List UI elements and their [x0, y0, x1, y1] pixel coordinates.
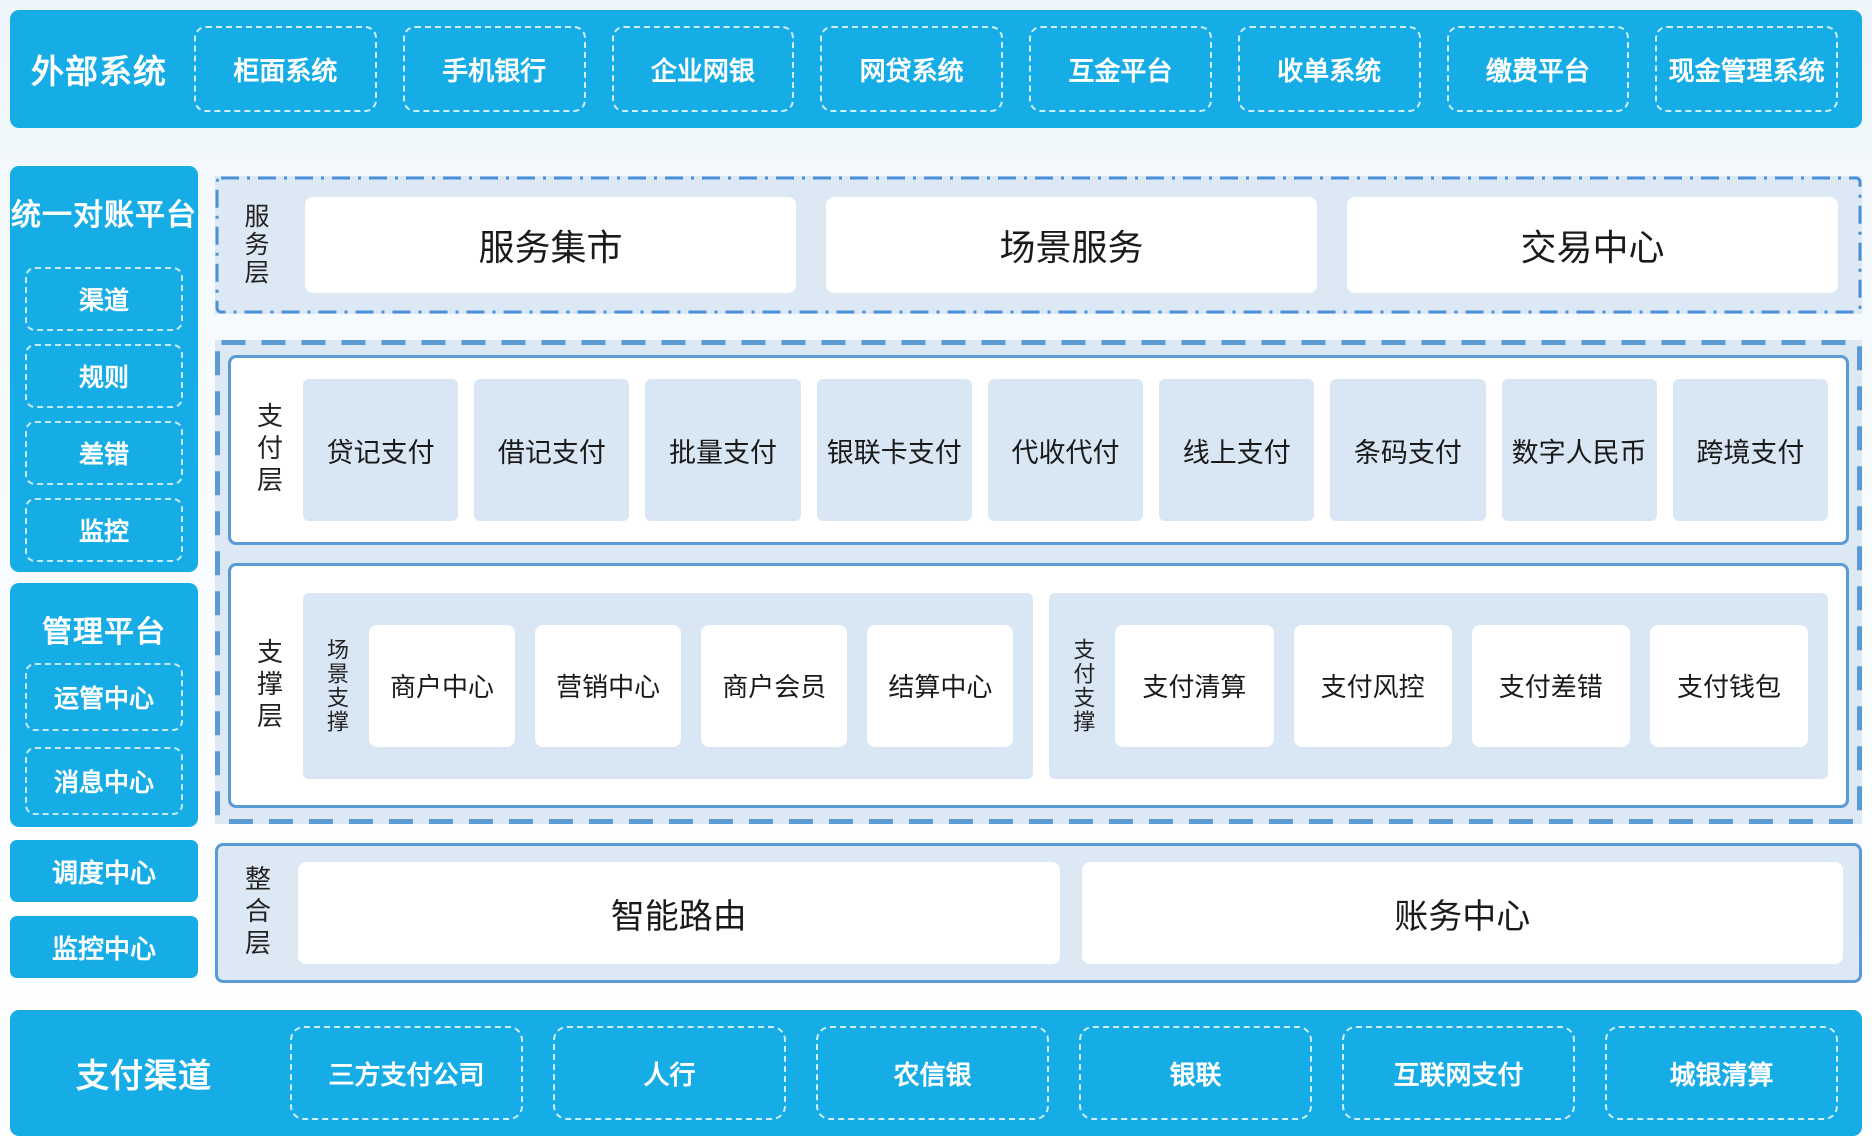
external-system-item: 手机银行 — [402, 26, 586, 112]
payment-item: 借记支付 — [474, 379, 630, 521]
payment-support-item: 支付钱包 — [1649, 624, 1809, 747]
payment-item: 线上支付 — [1159, 379, 1315, 521]
scene-support-group: 场景支撑 商户中心 营销中心 商户会员 结算中心 — [303, 592, 1034, 779]
payment-item: 批量支付 — [645, 379, 801, 521]
management-platform-panel: 管理平台 运管中心 消息中心 — [10, 583, 198, 827]
external-system-item: 收单系统 — [1237, 26, 1421, 112]
reconciliation-item: 渠道 — [25, 267, 183, 331]
payment-support-item: 支付清算 — [1115, 624, 1274, 747]
integration-item: 智能路由 — [298, 862, 1060, 964]
payment-channel-item: 三方支付公司 — [290, 1026, 523, 1120]
support-layer-label: 支撑层 — [253, 637, 284, 734]
service-layer-label: 服务层 — [241, 203, 269, 287]
payment-item: 银联卡支付 — [816, 379, 972, 521]
payment-support-group: 支付支撑 支付清算 支付风控 支付差错 支付钱包 — [1049, 592, 1828, 779]
scene-support-item: 商户中心 — [369, 624, 516, 747]
payment-channels-bar: 支付渠道 三方支付公司 人行 农信银 银联 互联网支付 城银清算 — [10, 1010, 1862, 1136]
reconciliation-item: 差错 — [25, 421, 183, 485]
integration-layer-label: 整合层 — [241, 865, 272, 961]
monitoring-center-box: 监控中心 — [10, 916, 198, 978]
external-system-item: 现金管理系统 — [1655, 26, 1838, 112]
payment-channel-item: 人行 — [553, 1026, 786, 1120]
external-systems-bar: 外部系统 柜面系统 手机银行 企业网银 网贷系统 互金平台 收单系统 缴费平台 … — [10, 10, 1862, 128]
reconciliation-item: 规则 — [25, 344, 183, 408]
payment-item: 代收代付 — [987, 379, 1144, 521]
service-item: 场景服务 — [826, 197, 1317, 293]
payment-channels-title: 支付渠道 — [76, 1057, 212, 1094]
payment-item: 条码支付 — [1330, 379, 1486, 521]
payment-channel-item: 城银清算 — [1605, 1026, 1838, 1120]
external-systems-title: 外部系统 — [31, 53, 167, 90]
management-item: 消息中心 — [25, 747, 183, 815]
scene-support-item: 营销中心 — [535, 624, 682, 747]
integration-layer-panel: 整合层 智能路由 账务中心 — [215, 843, 1862, 983]
scene-support-item: 商户会员 — [701, 624, 848, 747]
scene-support-label: 场景支撑 — [324, 637, 349, 734]
reconciliation-item: 监控 — [25, 498, 183, 562]
payment-item: 跨境支付 — [1672, 379, 1828, 521]
support-layer-panel: 支撑层 场景支撑 商户中心 营销中心 商户会员 结算中心 支付支撑 支付清算 支… — [228, 563, 1849, 808]
external-system-item: 网贷系统 — [820, 26, 1003, 112]
external-systems-items: 柜面系统 手机银行 企业网银 网贷系统 互金平台 收单系统 缴费平台 现金管理系… — [194, 26, 1838, 112]
payment-channel-item: 互联网支付 — [1342, 1026, 1575, 1120]
payment-item: 贷记支付 — [303, 379, 459, 521]
integration-item: 账务中心 — [1081, 862, 1843, 964]
payment-support-label: 支付支撑 — [1070, 637, 1096, 734]
payment-channel-item: 农信银 — [816, 1026, 1049, 1120]
payment-item: 数字人民币 — [1501, 379, 1657, 521]
scene-support-item: 结算中心 — [867, 624, 1014, 747]
reconciliation-platform-title: 统一对账平台 — [11, 199, 197, 232]
external-system-item: 柜面系统 — [194, 26, 377, 112]
core-layers-container: 支付层 贷记支付 借记支付 批量支付 银联卡支付 代收代付 线上支付 条码支付 … — [215, 340, 1862, 824]
service-item: 交易中心 — [1347, 197, 1838, 293]
payment-support-item: 支付风控 — [1293, 624, 1452, 747]
external-system-item: 互金平台 — [1029, 26, 1212, 112]
service-layer-panel: 服务层 服务集市 场景服务 交易中心 — [215, 176, 1862, 314]
payment-layer-panel: 支付层 贷记支付 借记支付 批量支付 银联卡支付 代收代付 线上支付 条码支付 … — [228, 355, 1849, 545]
external-system-item: 缴费平台 — [1446, 26, 1630, 112]
dispatch-center-box: 调度中心 — [10, 840, 198, 902]
payment-channel-item: 银联 — [1079, 1026, 1312, 1120]
payment-channels-items: 三方支付公司 人行 农信银 银联 互联网支付 城银清算 — [290, 1026, 1838, 1120]
management-platform-title: 管理平台 — [42, 616, 166, 649]
service-item: 服务集市 — [305, 197, 796, 293]
payment-support-item: 支付差错 — [1471, 624, 1630, 747]
management-item: 运管中心 — [25, 663, 183, 731]
external-system-item: 企业网银 — [611, 26, 795, 112]
reconciliation-platform-panel: 统一对账平台 渠道 规则 差错 监控 — [10, 166, 198, 572]
payment-layer-label: 支付层 — [253, 402, 284, 498]
